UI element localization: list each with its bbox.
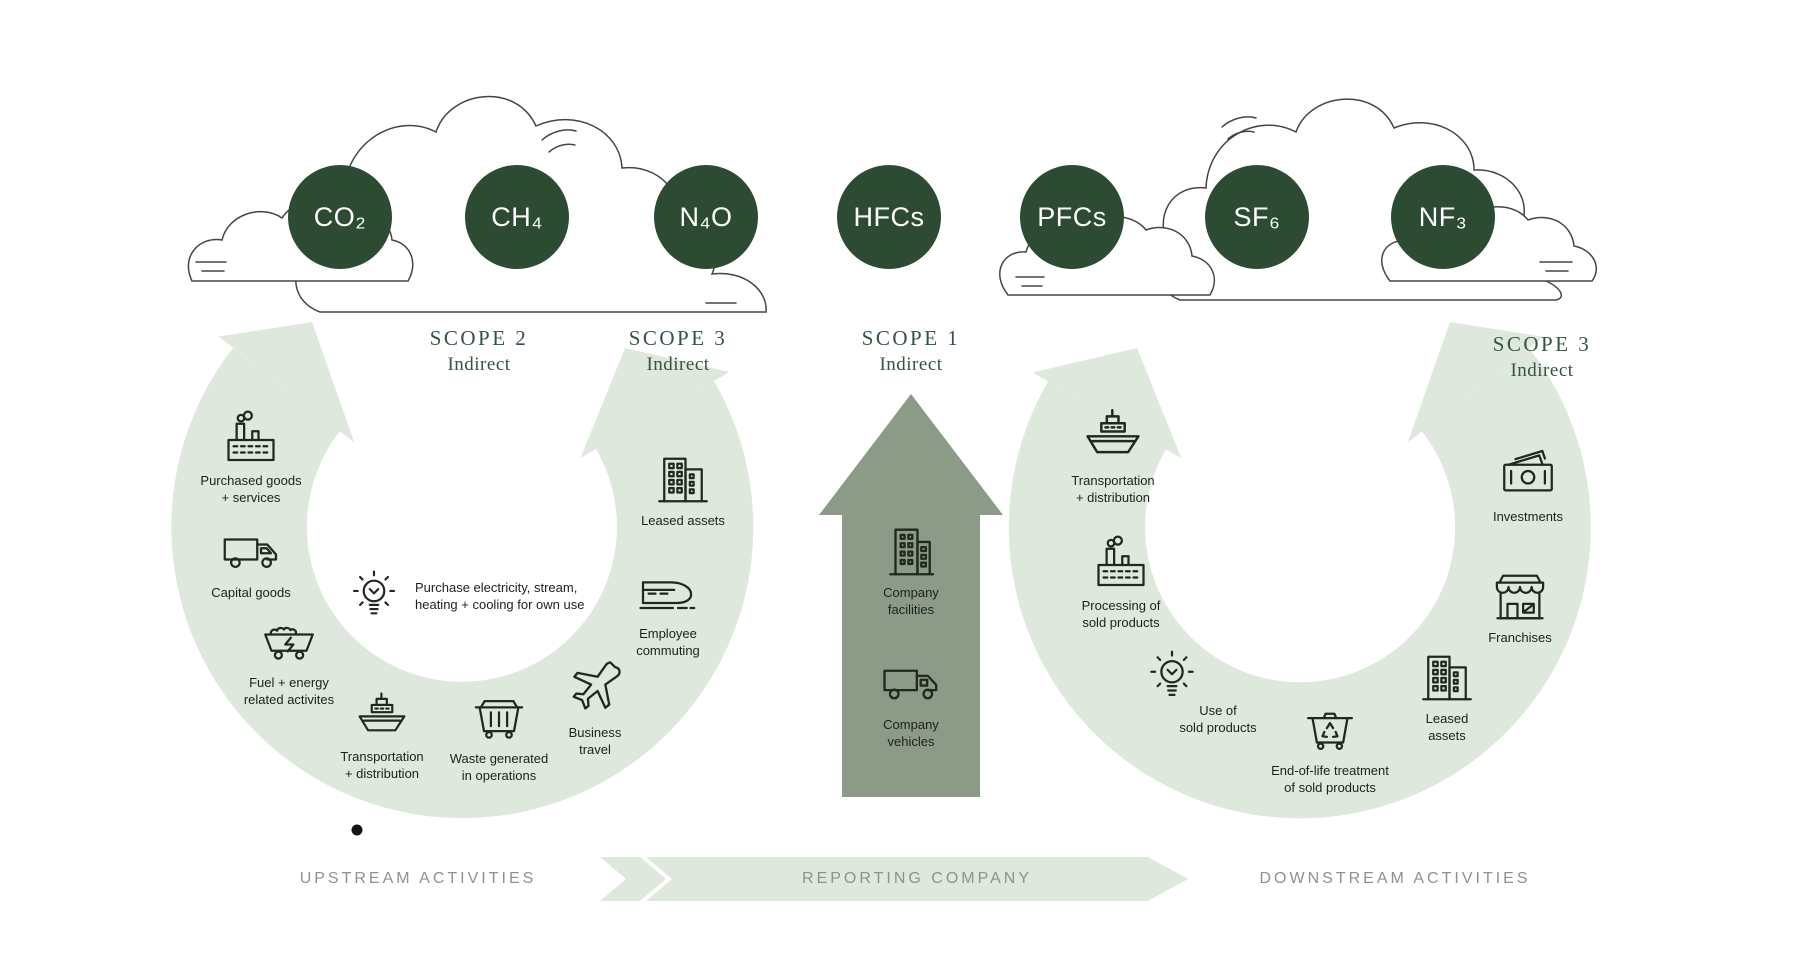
storefront-icon xyxy=(1495,574,1545,620)
scope-kind: Indirect xyxy=(646,354,710,375)
gas-label: CO₂ xyxy=(313,201,367,232)
factory-icon xyxy=(1097,535,1145,587)
gas-circle-sf6: SF₆ xyxy=(1205,165,1309,269)
reporting-item-company-facilities: Company facilities xyxy=(826,520,996,618)
item-label: Transportation + distribution xyxy=(1071,473,1155,505)
upstream-item-waste: Waste generated in operations xyxy=(414,688,584,784)
item-label: Business travel xyxy=(568,725,622,757)
mine-cart-icon xyxy=(264,626,314,660)
factory-icon xyxy=(227,410,275,462)
office-building-icon xyxy=(889,528,935,576)
item-label: Purchased goods + services xyxy=(200,473,302,505)
downstream-activities-label: DOWNSTREAM ACTIVITIES xyxy=(1259,870,1531,887)
item-label: Leased assets xyxy=(641,513,725,528)
item-label: Processing of sold products xyxy=(1081,598,1161,630)
upstream-item-employee-commuting: Employee commuting xyxy=(583,563,753,659)
scope-2-label: SCOPE 2 Indirect xyxy=(379,326,579,376)
item-label: Fuel + energy related activites xyxy=(243,675,335,707)
upstream-item-purchased-goods: Purchased goods + services xyxy=(166,410,336,506)
ship-icon xyxy=(358,692,406,732)
downstream-item-processing: Processing of sold products xyxy=(1036,535,1206,631)
recycle-bin-icon xyxy=(1307,712,1353,750)
scope-name: SCOPE 1 xyxy=(861,326,961,350)
gas-label: N₄O xyxy=(679,201,733,232)
upstream-item-business-travel: Business travel xyxy=(510,660,680,758)
reporting-company-label: REPORTING COMPANY xyxy=(802,870,1032,887)
item-label: End-of-life treatment of sold products xyxy=(1271,763,1389,795)
gas-circle-n4o: N₄O xyxy=(654,165,758,269)
building-icon xyxy=(658,457,708,503)
reporting-item-company-vehicles: Company vehicles xyxy=(826,652,996,750)
scope-kind: Indirect xyxy=(879,354,943,375)
downstream-item-end-of-life: End-of-life treatment of sold products xyxy=(1245,700,1415,796)
downstream-item-use-of-sold-products: Use of sold products xyxy=(1179,703,1257,735)
scope-kind: Indirect xyxy=(447,354,511,375)
downstream-item-leased-assets: Leased assets xyxy=(1362,648,1532,744)
item-label: Company vehicles xyxy=(883,717,939,749)
gas-label: NF₃ xyxy=(1418,201,1468,232)
downstream-horseshoe-arrow xyxy=(1008,322,1591,819)
item-label: Capital goods xyxy=(211,585,291,600)
item-label: Employee commuting xyxy=(636,626,700,658)
item-label: Purchase electricity, stream, heating + … xyxy=(415,580,585,612)
money-icon xyxy=(1503,449,1553,492)
item-label: Company facilities xyxy=(883,585,939,617)
gas-label: PFCs xyxy=(1037,201,1107,232)
upstream-item-electricity: Purchase electricity, stream, heating + … xyxy=(345,568,584,626)
scope-name: SCOPE 3 xyxy=(628,326,728,350)
delivery-van-icon xyxy=(883,669,938,700)
upstream-item-leased-assets: Leased assets xyxy=(598,450,768,530)
gas-circle-pfcs: PFCs xyxy=(1020,165,1124,269)
gas-circle-ch4: CH₄ xyxy=(465,165,569,269)
lightbulb-icon xyxy=(352,570,396,615)
scope-3-upstream-label: SCOPE 3 Indirect xyxy=(578,326,778,376)
item-label: Franchises xyxy=(1488,630,1552,645)
item-label: Leased assets xyxy=(1425,711,1469,743)
airplane-icon xyxy=(572,661,621,710)
item-label: Waste generated in operations xyxy=(449,751,549,783)
gas-label: HFCs xyxy=(853,201,925,232)
gas-label: CH₄ xyxy=(491,201,543,232)
downstream-item-investments: Investments xyxy=(1443,446,1613,526)
scope-3-downstream-label: SCOPE 3 Indirect xyxy=(1442,332,1642,382)
truck-icon xyxy=(223,538,278,568)
scope-name: SCOPE 2 xyxy=(429,326,529,350)
upstream-item-transportation: Transportation + distribution xyxy=(297,688,467,782)
downstream-item-transportation: Transportation + distribution xyxy=(1028,404,1198,506)
reporting-company-banner xyxy=(600,857,1188,901)
scope-kind: Indirect xyxy=(1510,360,1574,381)
lightbulb-icon xyxy=(1150,650,1194,696)
bullet-dot xyxy=(351,824,363,836)
upstream-item-fuel-energy: Fuel + energy related activites xyxy=(204,612,374,708)
item-label: Transportation + distribution xyxy=(340,749,424,781)
building-icon xyxy=(1422,655,1472,701)
scope1-up-arrow xyxy=(819,394,1003,797)
train-icon xyxy=(639,581,696,610)
scope-1-label: SCOPE 1 Indirect xyxy=(811,326,1011,376)
upstream-item-capital-goods: Capital goods xyxy=(166,522,336,602)
gas-circle-co2: CO₂ xyxy=(288,165,392,269)
gas-circle-hfcs: HFCs xyxy=(837,165,941,269)
scope-name: SCOPE 3 xyxy=(1492,332,1592,356)
downstream-item-franchises: Franchises xyxy=(1435,567,1605,647)
cargo-ship-icon xyxy=(1086,408,1140,454)
item-label: Investments xyxy=(1492,509,1564,524)
upstream-activities-label: UPSTREAM ACTIVITIES xyxy=(299,870,537,887)
gas-circle-nf3: NF₃ xyxy=(1391,165,1495,269)
gas-label: SF₆ xyxy=(1233,201,1281,232)
